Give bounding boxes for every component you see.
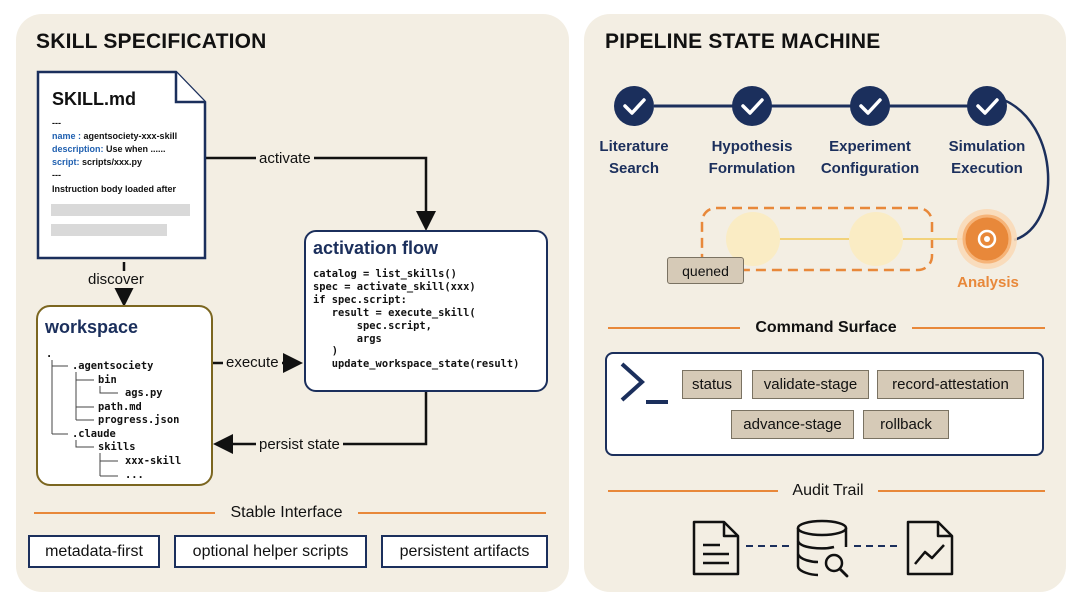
frontmatter-end: --- xyxy=(52,170,61,180)
tree-progress-json: progress.json xyxy=(98,414,180,426)
execute-label: execute xyxy=(223,354,282,371)
stage-label-2-text: Experiment Configuration xyxy=(820,138,920,177)
activate-label: activate xyxy=(256,150,314,167)
stage-label-experiment: Experiment Configuration xyxy=(811,136,929,180)
instruction-body: Instruction body loaded after xyxy=(52,184,177,194)
command-record-attestation[interactable]: record-attestation xyxy=(877,370,1024,399)
workspace-title: workspace xyxy=(45,317,139,337)
stage-literature-search-check-icon xyxy=(614,86,654,126)
activation-flow-code: catalog = list_skills() spec = activate_… xyxy=(313,268,520,371)
stage-label-hypothesis: Hypothesis Formulation xyxy=(697,136,807,180)
interface-metadata-first: metadata-first xyxy=(28,535,160,568)
command-advance-stage[interactable]: advance-stage xyxy=(731,410,854,439)
stage-label-1-text: Hypothesis Formulation xyxy=(708,138,796,177)
stage-label-simulation: Simulation Execution xyxy=(935,136,1039,180)
script-value: scripts/xxx.py xyxy=(82,157,143,167)
skill-md-title: SKILL.md xyxy=(52,89,136,109)
stage-label-literature-search: Literature Search xyxy=(584,136,684,180)
queued-badge: quened xyxy=(667,257,744,284)
pipeline-title: PIPELINE STATE MACHINE xyxy=(605,30,881,53)
skill-name-line: name : agentsociety-xxx-skill xyxy=(52,131,177,141)
workspace-box xyxy=(36,305,213,486)
tree-xxx-skill: xxx-skill xyxy=(125,455,182,467)
script-key: script: xyxy=(52,157,80,167)
name-value: agentsociety-xxx-skill xyxy=(83,131,178,141)
interface-persistent-artifacts: persistent artifacts xyxy=(381,535,548,568)
command-status[interactable]: status xyxy=(682,370,742,399)
stable-interface-title: Stable Interface xyxy=(230,504,343,521)
activation-flow-title: activation flow xyxy=(313,238,439,258)
command-validate-stage[interactable]: validate-stage xyxy=(752,370,869,399)
activation-flow-box xyxy=(304,230,548,392)
description-value: Use when ...... xyxy=(106,144,166,154)
stage-hypothesis-check-icon xyxy=(732,86,772,126)
skill-specification-title: SKILL SPECIFICATION xyxy=(36,30,267,53)
audit-trail-title: Audit Trail xyxy=(792,482,864,499)
tree-more: ... xyxy=(125,469,144,481)
stage-label-3-text: Simulation Execution xyxy=(948,138,1026,177)
command-surface-title: Command Surface xyxy=(755,319,897,336)
description-key: description: xyxy=(52,144,104,154)
stage-label-0-text: Literature Search xyxy=(599,138,669,177)
name-key: name : xyxy=(52,131,82,141)
tree-agentsociety: .agentsociety xyxy=(72,360,154,372)
tree-root: . xyxy=(46,348,53,360)
tree-ags-py: ags.py xyxy=(125,387,163,399)
tree-skills: skills xyxy=(98,441,136,453)
stage-simulation-check-icon xyxy=(967,86,1007,126)
persist-state-label: persist state xyxy=(256,436,343,453)
skill-description-line: description: Use when ...... xyxy=(52,144,166,154)
frontmatter-start: --- xyxy=(52,118,61,128)
tree-claude: .claude xyxy=(72,428,116,440)
stage-experiment-check-icon xyxy=(850,86,890,126)
skill-script-line: script: scripts/xxx.py xyxy=(52,157,142,167)
tree-bin: bin xyxy=(98,374,117,386)
analysis-label: Analysis xyxy=(957,274,1019,291)
command-rollback[interactable]: rollback xyxy=(863,410,949,439)
tree-path-md: path.md xyxy=(98,401,142,413)
discover-label: discover xyxy=(85,271,147,288)
interface-helper-scripts: optional helper scripts xyxy=(174,535,367,568)
